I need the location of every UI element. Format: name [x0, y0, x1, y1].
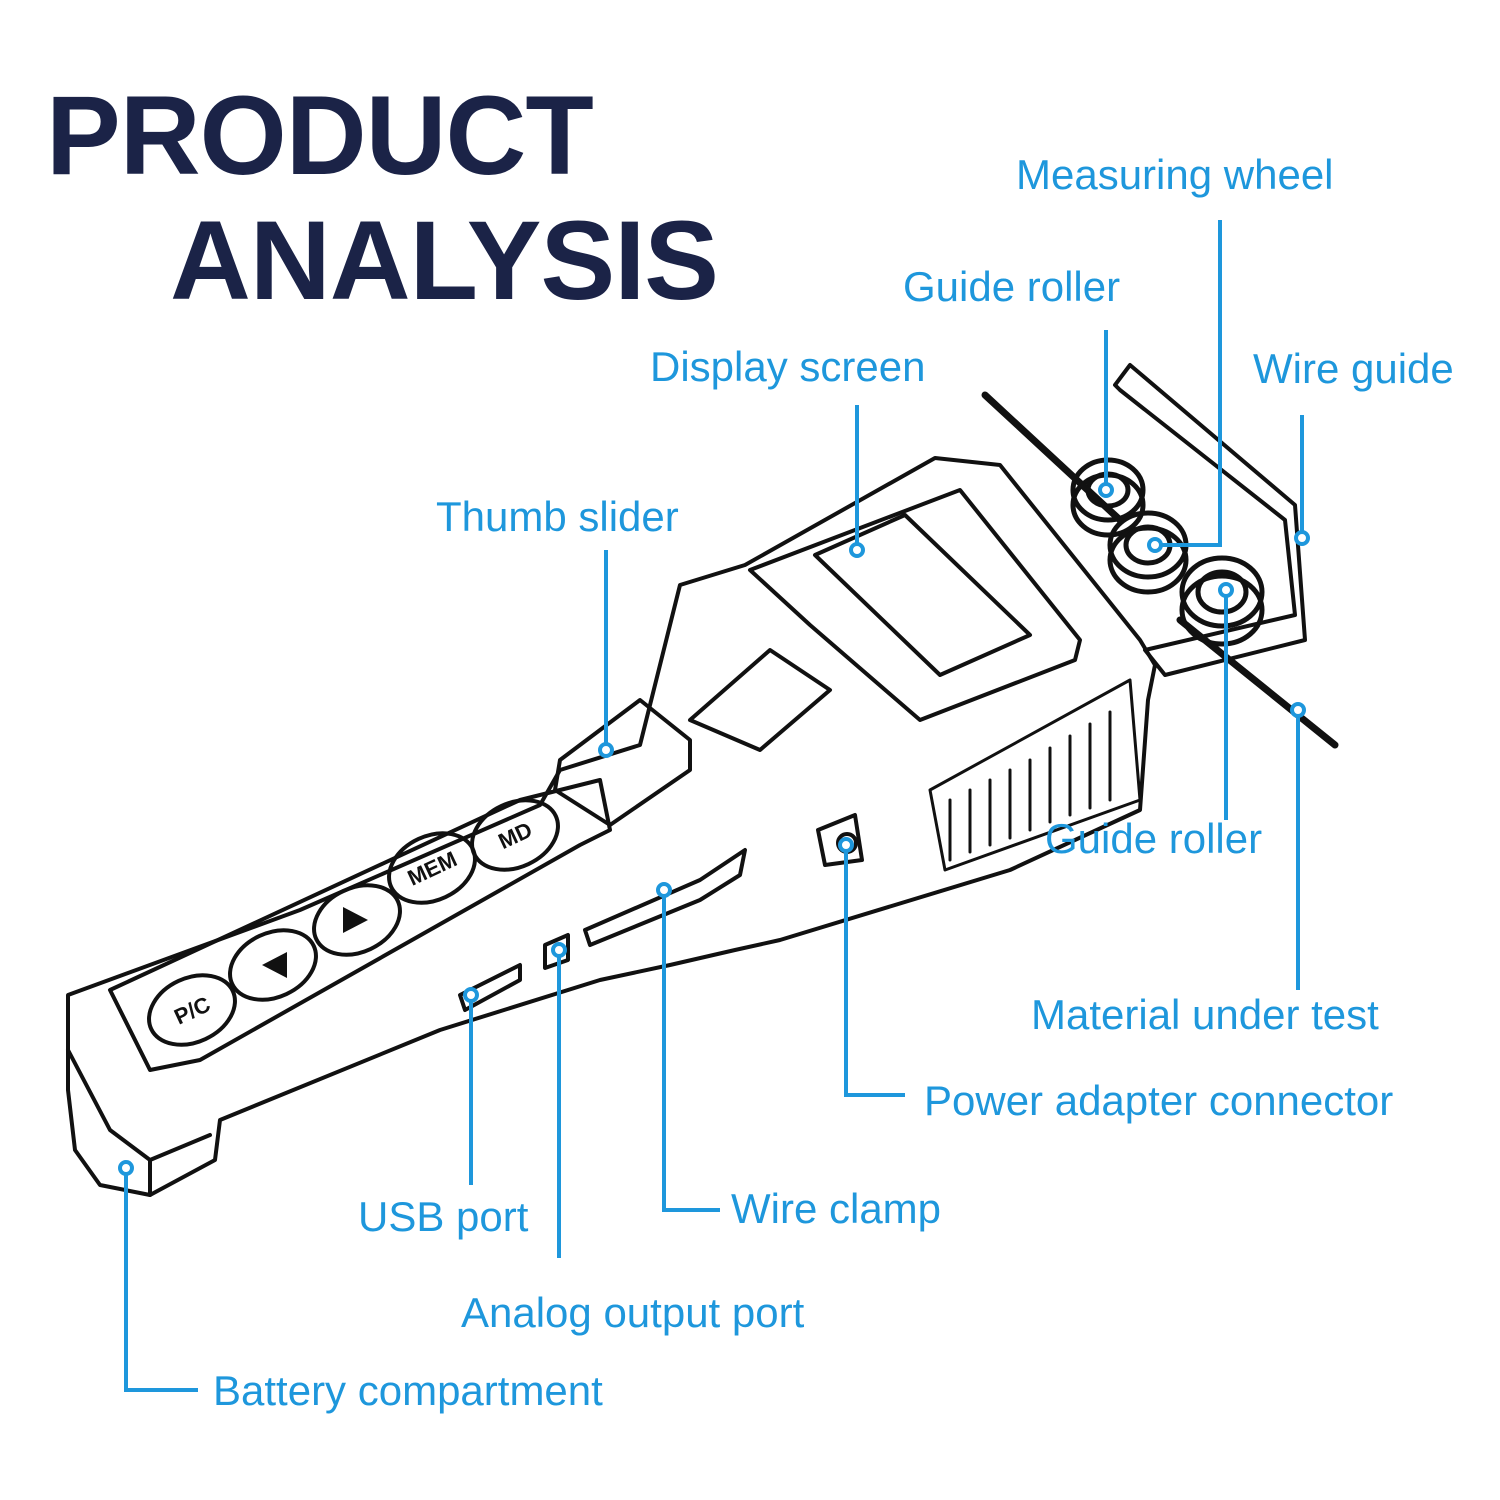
- callout-measuring-wheel: Measuring wheel: [1016, 151, 1334, 198]
- display-glass: [813, 513, 1032, 677]
- pc-button-label: P/C: [170, 991, 214, 1029]
- thumb-slider: [553, 698, 692, 827]
- leader-battery: [124, 1168, 198, 1392]
- device-illustration: [66, 363, 1339, 1197]
- callout-wire-clamp: Wire clamp: [731, 1185, 942, 1232]
- callout-display-screen: Display screen: [650, 343, 926, 390]
- power-connector-shape: [816, 813, 864, 867]
- analog-port-shape: [543, 933, 570, 970]
- vent-grille: [928, 678, 1142, 872]
- leader-measuring-wheel: [1155, 220, 1222, 547]
- leader-wire-clamp: [662, 890, 720, 1212]
- callout-analog-output-port: Analog output port: [461, 1289, 805, 1336]
- left-arrow-icon: [262, 952, 287, 978]
- handle-body: [66, 456, 1157, 1197]
- material-wire: [981, 391, 1339, 749]
- callout-guide-roller-top: Guide roller: [903, 263, 1121, 310]
- md-button[interactable]: [461, 787, 570, 883]
- right-arrow-icon: [343, 907, 368, 933]
- page-title-line-2: ANALYSIS: [170, 198, 719, 323]
- leader-dots: [118, 482, 1310, 1176]
- callout-guide-roller-bottom: Guide roller: [1045, 815, 1263, 862]
- page-title-line-1: PRODUCT: [46, 73, 594, 198]
- keypad-panel: [108, 778, 612, 1072]
- usb-port-shape: [458, 963, 522, 1012]
- slider-track: [688, 648, 832, 752]
- wire-clamp-shape: [583, 848, 747, 947]
- pc-button[interactable]: [138, 962, 247, 1058]
- wire-guide-bracket: [1113, 363, 1307, 677]
- left-arrow-button[interactable]: [219, 917, 328, 1013]
- callout-power-adapter-connector: Power adapter connector: [924, 1077, 1394, 1124]
- callout-battery-compartment: Battery compartment: [213, 1367, 603, 1414]
- callout-wire-guide: Wire guide: [1253, 345, 1454, 392]
- callout-usb-port: USB port: [358, 1193, 529, 1240]
- callout-material-under-test: Material under test: [1031, 991, 1379, 1038]
- right-arrow-button[interactable]: [303, 872, 412, 968]
- callout-thumb-slider: Thumb slider: [436, 493, 679, 540]
- roller-stack: [1070, 457, 1265, 647]
- leader-power-adapter: [844, 845, 905, 1097]
- handle-side-edge: [66, 1048, 212, 1162]
- keypad-buttons: [138, 787, 570, 1058]
- leader-lines: [124, 220, 1304, 1392]
- display-bezel: [748, 488, 1082, 722]
